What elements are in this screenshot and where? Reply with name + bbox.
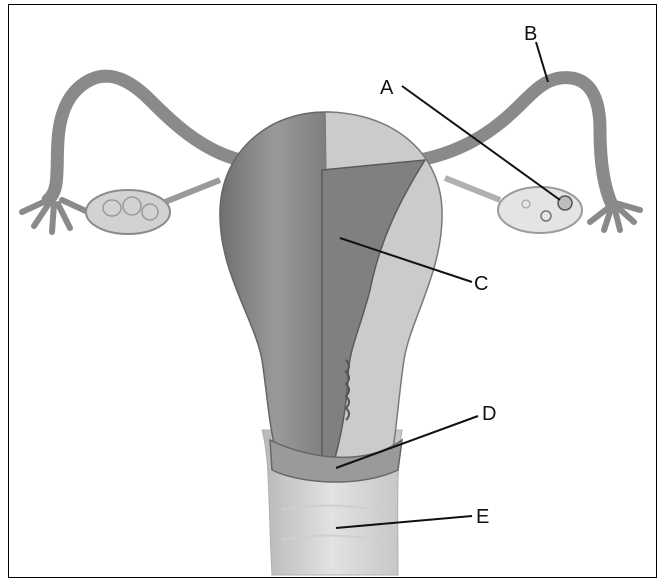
fimbriae-left [22, 200, 88, 232]
ovarian-ligament-left [165, 180, 220, 202]
uterus-body [220, 112, 330, 470]
label-c: C [474, 273, 488, 295]
ovary-right [498, 187, 582, 233]
label-e: E [476, 506, 489, 528]
fimbriae-right [590, 202, 640, 230]
ovarian-ligament-right [445, 178, 500, 200]
label-b: B [524, 23, 537, 45]
label-d: D [482, 403, 496, 425]
label-a: A [380, 77, 394, 99]
leader-line-b [536, 42, 548, 82]
fallopian-tube-right [420, 78, 612, 205]
follicle [558, 196, 572, 210]
